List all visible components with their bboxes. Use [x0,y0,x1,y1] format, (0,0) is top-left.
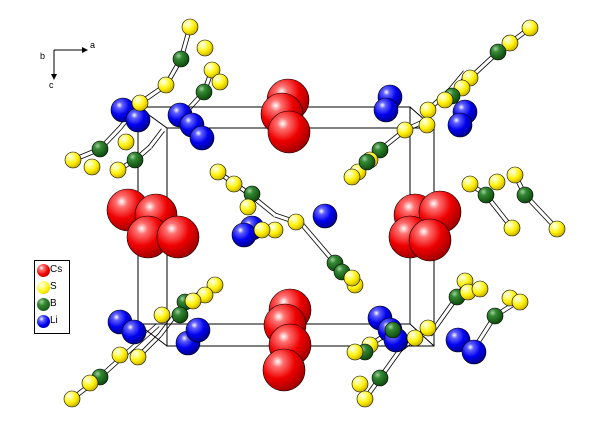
b-atom [489,43,507,61]
s-atom [501,34,519,52]
s-atom [506,166,524,184]
s-atom [117,133,135,151]
b-atom [91,140,109,158]
bond-line [148,128,162,147]
li-atom [373,97,399,123]
b-atom [195,83,213,101]
li-swatch-icon [37,315,50,328]
b-atom [371,141,389,159]
legend-label: B [50,298,57,309]
cs-atom [408,218,452,262]
atoms [63,18,566,408]
b-atom [358,153,376,171]
s-atom [419,101,437,119]
s-atom [548,220,566,238]
s-atom [471,280,489,298]
s-atom [206,276,224,294]
li-atom [189,125,215,151]
li-atom [461,339,487,365]
li-atom [125,107,151,133]
s-atom [418,116,436,134]
b-atom [172,50,190,68]
b-atom [477,186,495,204]
s-atom [64,151,82,169]
s-atom [196,39,214,57]
element-legend: Cs S B Li [34,260,70,334]
legend-item-li: Li [36,313,68,330]
li-atom [121,319,147,345]
b-atom [486,307,504,325]
cs-atom [262,348,306,392]
s-atom [129,348,147,366]
s-atom [503,219,521,237]
b-atom [371,369,389,387]
bond-line [448,70,464,89]
bond-line [298,223,334,265]
s-atom [83,158,101,176]
b-swatch-icon [37,298,50,311]
s-atom [109,161,127,179]
s-atom [239,198,257,216]
li-atom [447,112,473,138]
cs-atom [267,110,311,154]
s-atom [343,168,361,186]
s-atom [287,213,305,231]
s-atom [406,329,424,347]
s-atom [131,94,149,112]
s-atom [436,91,454,109]
s-atom [521,19,539,37]
s-atom [203,61,221,79]
legend-item-s: S [36,279,68,296]
s-atom [184,292,202,310]
legend-item-b: B [36,296,68,313]
axis-label-c: c [49,80,54,90]
s-atom [419,319,437,337]
axis-label-a: a [90,40,95,50]
s-atom [209,163,227,181]
s-atom [253,221,271,239]
s-atom [346,343,364,361]
s-atom [225,175,243,193]
s-atom [488,173,506,191]
s-atom [211,73,229,91]
li-atom [185,317,211,343]
cs-atom [156,215,200,259]
b-atom [171,306,189,324]
s-atom [111,346,129,364]
legend-label: S [50,281,57,292]
legend-label: Cs [50,264,63,275]
s-atom [356,390,374,408]
s-atom [181,18,199,36]
b-atom [384,321,402,339]
b-atom [126,151,144,169]
s-atom [157,76,175,94]
s-atom [461,175,479,193]
bond-line [151,130,165,149]
s-swatch-icon [37,281,50,294]
axis-indicator: a b c [40,40,95,90]
legend-item-cs: Cs [36,262,68,279]
s-atom [63,390,81,408]
s-atom [81,374,99,392]
cs-swatch-icon [37,264,50,277]
s-atom [396,121,414,139]
axis-label-b: b [40,51,45,61]
li-atom [312,203,338,229]
b-atom [516,186,534,204]
s-atom [343,269,361,287]
bond-line [131,326,160,352]
li-atom [231,222,257,248]
s-atom [511,293,529,311]
legend-label: Li [50,315,58,326]
s-atom [351,375,369,393]
s-atom [153,306,171,324]
bond-line [301,220,337,262]
